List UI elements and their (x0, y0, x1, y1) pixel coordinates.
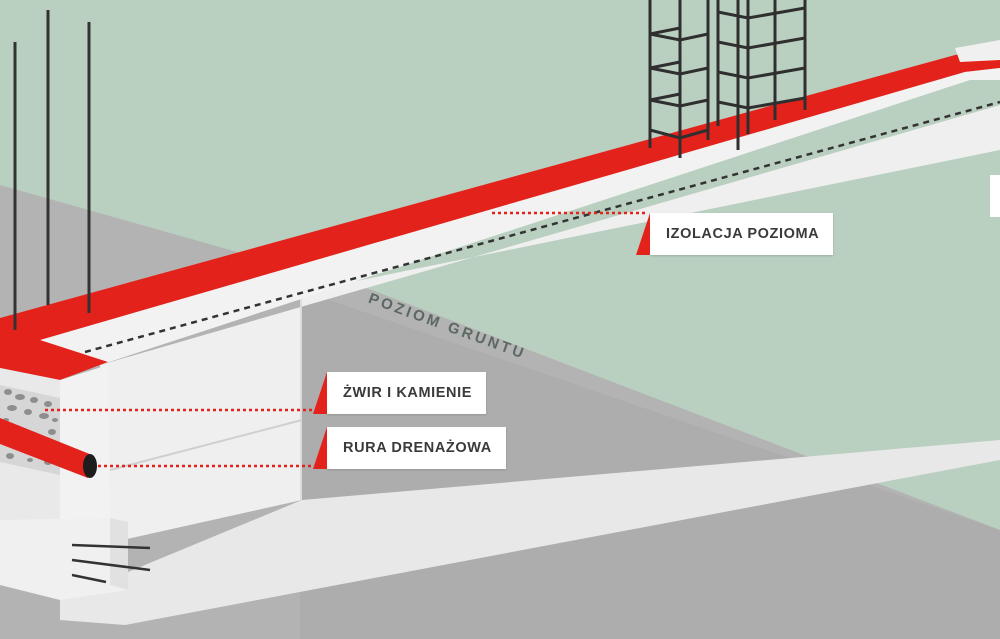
foundation-wall-front (300, 292, 302, 500)
rebar-cage (648, 0, 807, 158)
foundation-wall-face (100, 105, 1000, 545)
callout-horizontal-insulation: IZOLACJA POZIOMA (636, 213, 834, 255)
drain-pipe (0, 418, 92, 478)
label-gravel: ŻWIR I KAMIENIE (343, 385, 473, 401)
callout-gravel: ŻWIR I KAMIENIE (313, 372, 487, 414)
corner-footing (0, 518, 128, 600)
callout-marker (313, 427, 327, 469)
callout-marker (636, 213, 650, 255)
footing-rebar (71, 543, 151, 584)
ground-level-line (84, 100, 1000, 354)
footing-slab (60, 440, 1000, 625)
offscreen-callout-edge (990, 175, 1000, 217)
label-horizontal-insulation: IZOLACJA POZIOMA (666, 226, 820, 242)
corner-block-face (60, 365, 110, 535)
callout-drain-pipe: RURA DRENAŻOWA (313, 427, 506, 469)
label-drain-pipe: RURA DRENAŻOWA (343, 440, 492, 456)
callout-marker (313, 372, 327, 414)
corner-cap-red (0, 325, 108, 380)
insulation-strip (0, 48, 1000, 345)
starter-rebars (13, 10, 91, 330)
